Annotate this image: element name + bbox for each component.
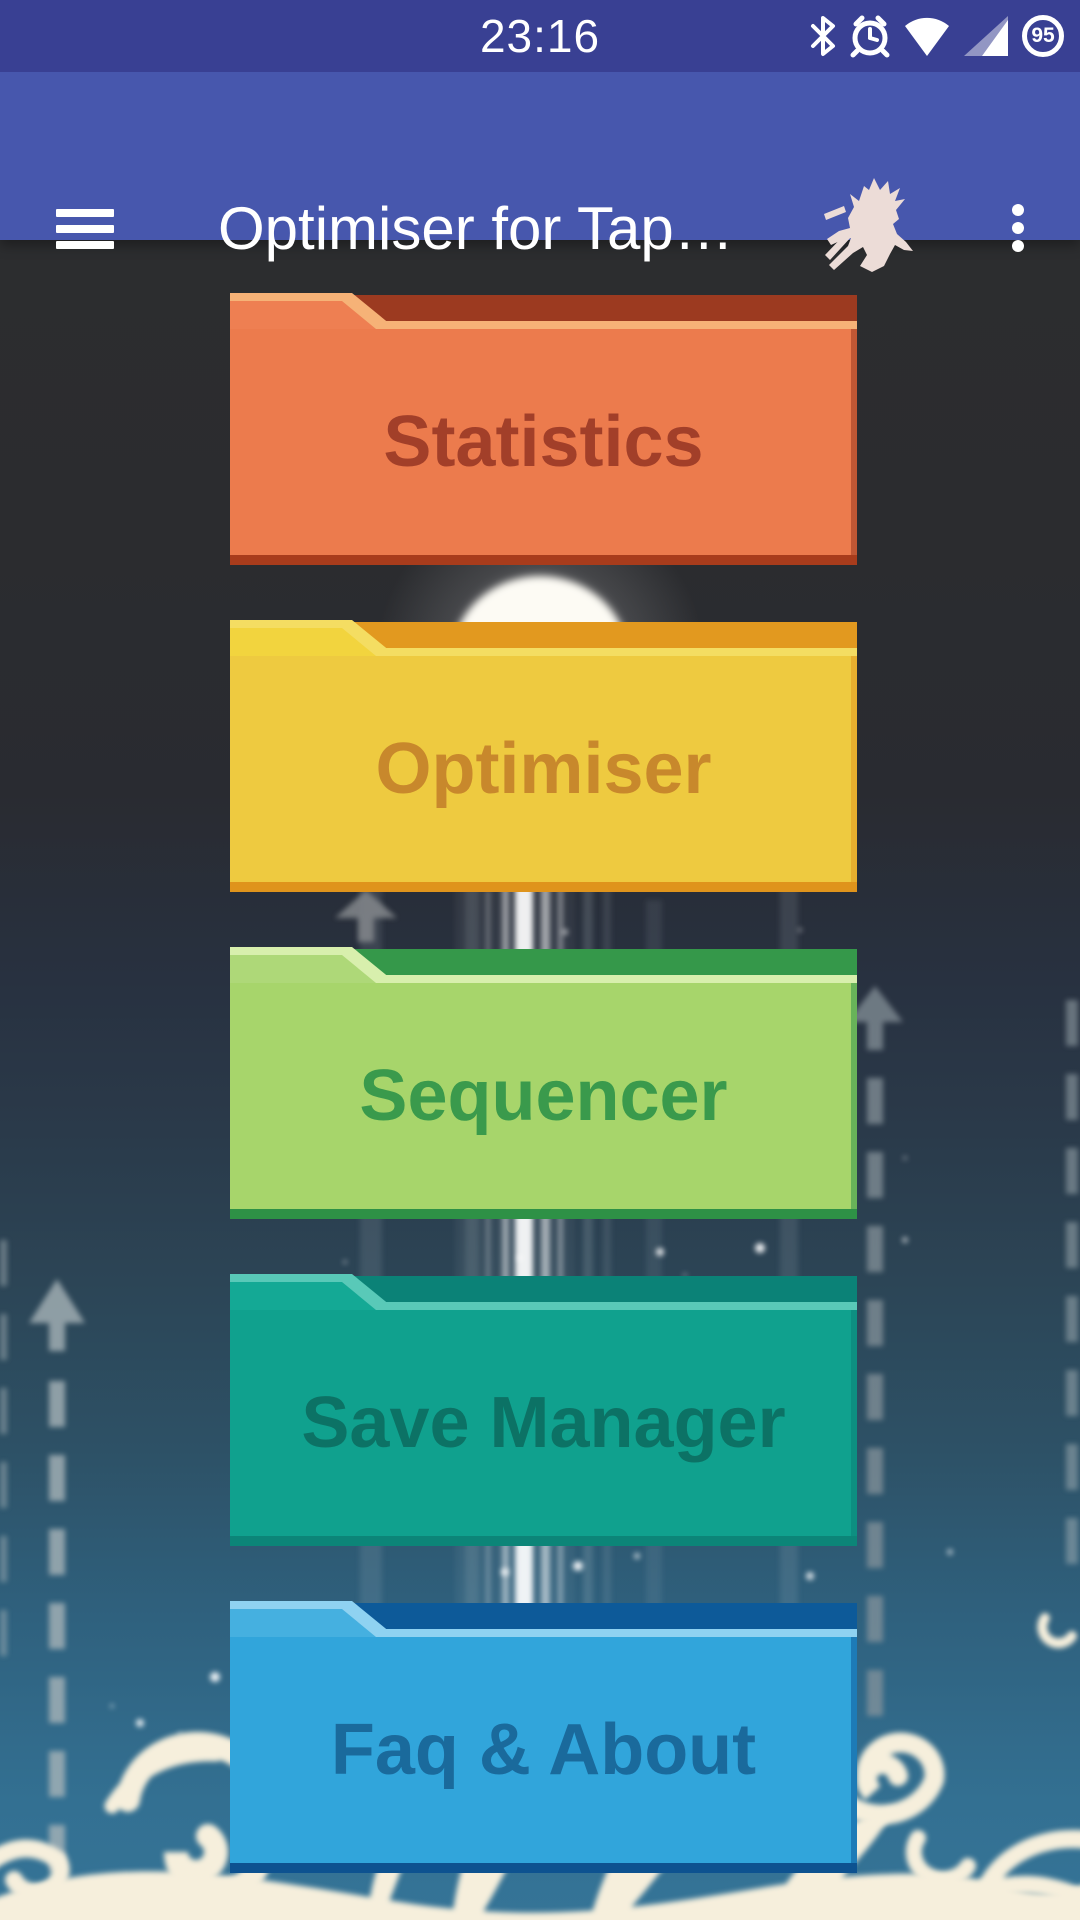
- status-bar: 23:16 95: [0, 0, 1080, 72]
- content-area: Statistics Optimiser Sequencer Save Mana…: [0, 240, 1080, 1920]
- overflow-menu-icon[interactable]: [996, 192, 1040, 264]
- app-title: Optimiser for Tap…: [218, 194, 734, 262]
- menu-button-save-manager[interactable]: Save Manager: [230, 1274, 857, 1546]
- background-arrow-up-solid: [335, 890, 397, 942]
- menu-button-label: Statistics: [383, 402, 704, 482]
- menu-button-sequencer[interactable]: Sequencer: [230, 947, 857, 1219]
- cell-signal-icon: [964, 16, 1008, 56]
- app-bar: Optimiser for Tap…: [0, 72, 1080, 272]
- wifi-icon: [905, 17, 949, 56]
- menu-button-label: Sequencer: [359, 1056, 728, 1136]
- menu-button-faq-about[interactable]: Faq & About: [230, 1601, 857, 1873]
- menu-button-label: Optimiser: [375, 729, 712, 809]
- bluetooth-icon: [811, 16, 835, 56]
- menu-button-statistics[interactable]: Statistics: [230, 293, 857, 565]
- status-clock: 23:16: [479, 10, 601, 62]
- sword-master-silhouette-icon[interactable]: [822, 176, 926, 276]
- hamburger-menu-icon[interactable]: [56, 209, 114, 251]
- alarm-clock-icon: [850, 15, 890, 58]
- menu-button-optimiser[interactable]: Optimiser: [230, 620, 857, 892]
- battery-circle-icon: 95: [1020, 13, 1066, 59]
- battery-percent: 95: [1031, 24, 1055, 47]
- background-edge-dashes: [0, 1000, 1078, 1656]
- background-dashed-arrow-right: [847, 986, 903, 1716]
- background-dashed-arrow-left: [29, 1279, 85, 1871]
- menu-button-label: Save Manager: [301, 1383, 786, 1463]
- background-particles: [110, 928, 953, 1736]
- status-icons: 95: [808, 0, 1066, 72]
- menu-button-label: Faq & About: [330, 1710, 757, 1790]
